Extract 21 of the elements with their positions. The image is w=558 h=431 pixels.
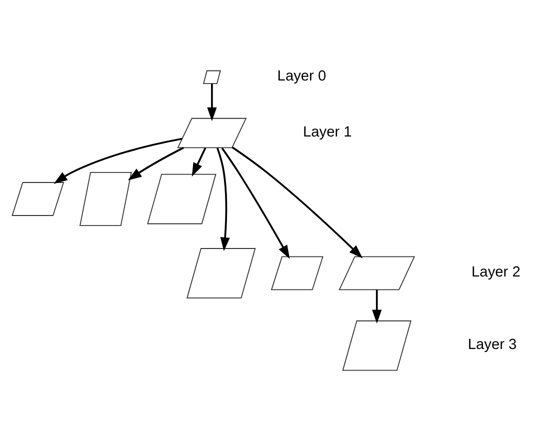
node-parallelogram [177, 118, 247, 148]
arrow [232, 146, 363, 258]
label: Layer 0 [277, 68, 326, 85]
arrow [221, 148, 290, 259]
arrow [54, 138, 182, 184]
arrow [372, 290, 382, 324]
node-parallelogram [186, 248, 256, 298]
node-parallelogram [270, 256, 324, 290]
node-parallelogram [338, 256, 416, 290]
node-parallelogram [12, 182, 64, 216]
arrow [216, 148, 230, 252]
node-parallelogram [342, 320, 412, 371]
arrow [207, 84, 217, 122]
arrow [192, 147, 206, 177]
label: Layer 1 [302, 124, 352, 141]
node-parallelogram [202, 70, 221, 84]
label: Layer 3 [468, 337, 517, 354]
arrow [128, 146, 184, 180]
node-parallelogram [147, 174, 216, 224]
label: Layer 2 [472, 264, 520, 281]
node-parallelogram [79, 172, 132, 226]
